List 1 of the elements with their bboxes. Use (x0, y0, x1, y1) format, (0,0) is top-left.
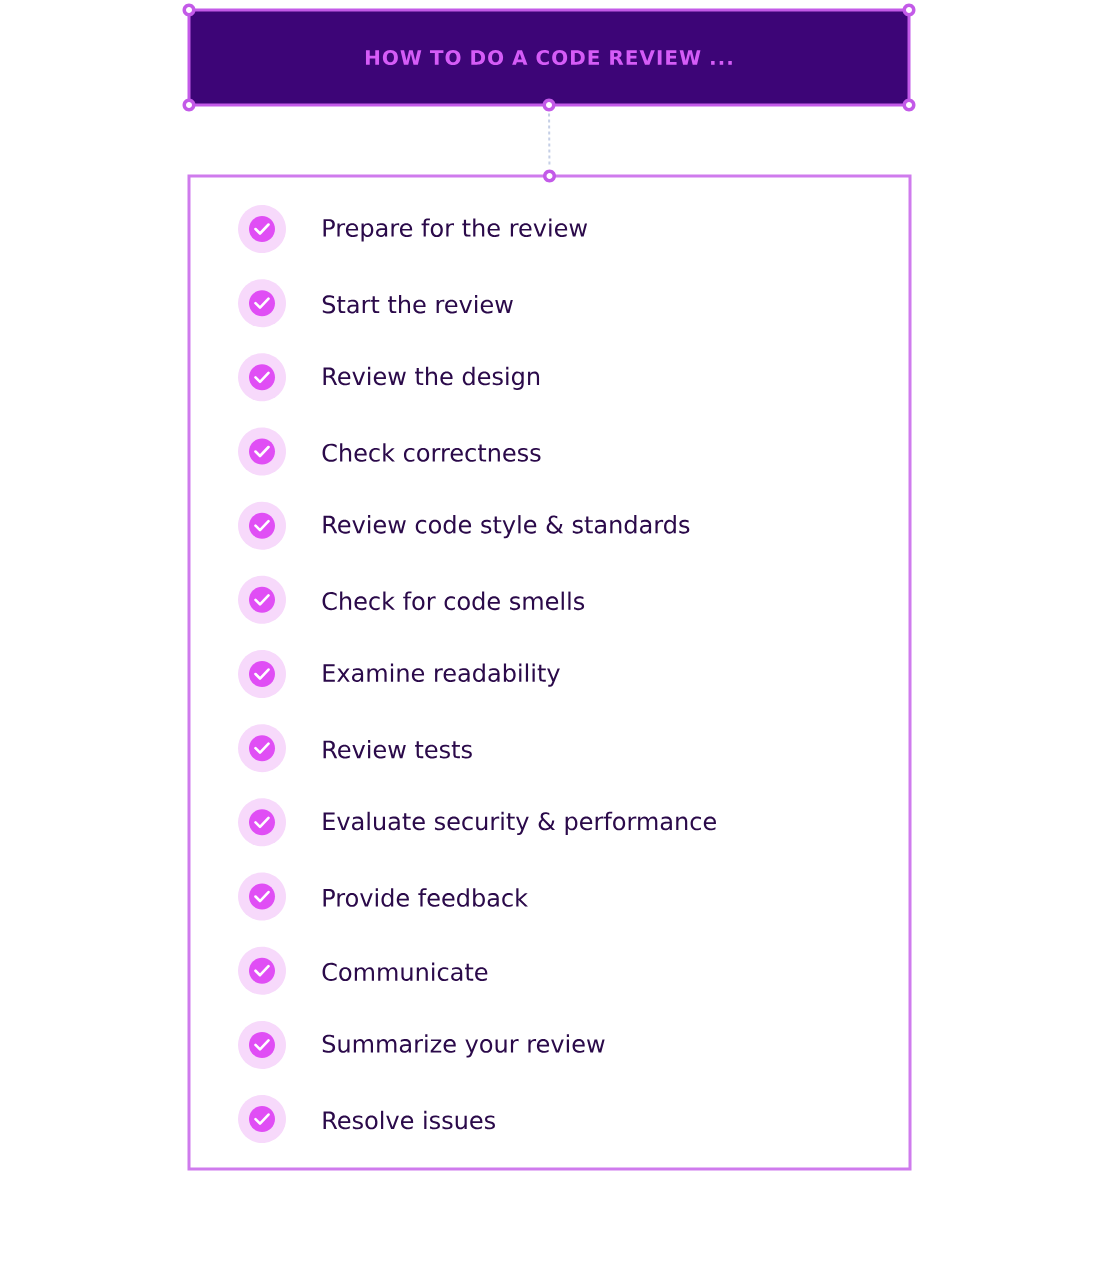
title-box: HOW TO DO A CODE REVIEW ... (182, 3, 916, 112)
